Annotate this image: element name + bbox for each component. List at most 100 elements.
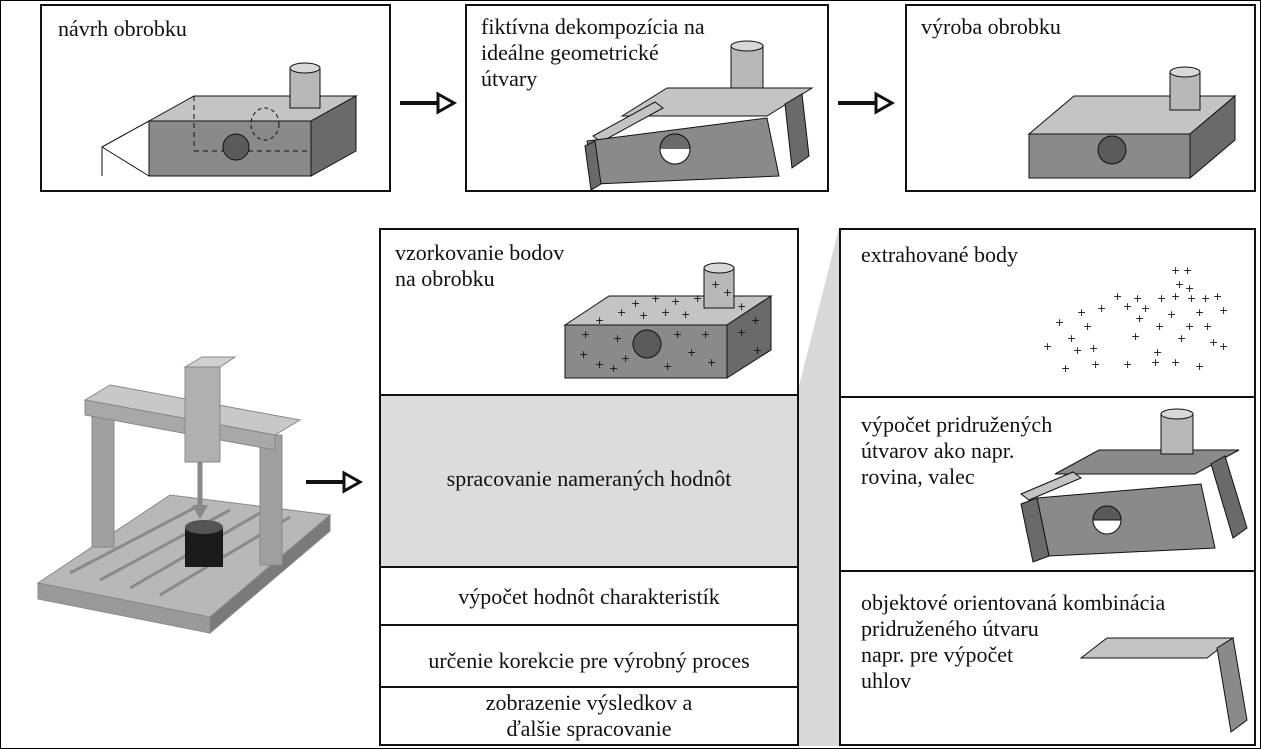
svg-text:+: + — [1209, 336, 1218, 349]
svg-text:+: + — [1203, 320, 1212, 333]
svg-text:+: + — [687, 346, 696, 359]
decomposition-box: fiktívna dekompozícia na ideálne geometr… — [465, 4, 829, 192]
svg-text:+: + — [1131, 330, 1140, 343]
processing-box: spracovanie nameraných hodnôt — [379, 394, 799, 568]
svg-text:+: + — [671, 295, 680, 308]
svg-text:+: + — [1153, 346, 1162, 359]
svg-text:+: + — [1043, 340, 1052, 353]
arrow-right-icon — [838, 91, 896, 115]
correction-box: určenie korekcie pre výrobný proces — [379, 624, 799, 688]
svg-text:+: + — [711, 278, 720, 291]
associated-features-icon — [1020, 408, 1248, 563]
svg-text:+: + — [639, 309, 648, 322]
characteristics-box: výpočet hodnôt charakteristík — [379, 566, 799, 626]
svg-text:+: + — [1077, 306, 1086, 319]
combination-label: objektové orientovaná kombinácia pridruž… — [861, 590, 1166, 693]
sampling-box: vzorkovanie bodov na obrobku +++ +++ +++… — [379, 228, 799, 396]
svg-text:+: + — [581, 328, 590, 341]
associated-box: výpočet pridružených útvarov ako napr. r… — [839, 396, 1256, 572]
arrow-right-icon — [400, 91, 458, 115]
svg-text:+: + — [1055, 316, 1064, 329]
workpiece-design-icon — [101, 62, 358, 177]
svg-text:+: + — [673, 328, 682, 341]
svg-text:+: + — [613, 332, 622, 345]
svg-text:+: + — [737, 300, 746, 313]
svg-text:+: + — [1113, 290, 1122, 303]
svg-text:+: + — [681, 308, 690, 321]
svg-text:+: + — [1195, 306, 1204, 319]
extracted-box: extrahované body +++ +++ +++ +++ +++ +++… — [839, 228, 1256, 398]
display-box: zobrazenie výsledkov a ďalšie spracovani… — [379, 686, 799, 746]
svg-text:+: + — [751, 314, 760, 327]
design-label: návrh obrobku — [58, 16, 187, 41]
correction-label: určenie korekcie pre výrobný proces — [428, 648, 750, 673]
svg-text:+: + — [1219, 304, 1228, 317]
svg-text:+: + — [579, 348, 588, 361]
svg-text:+: + — [1219, 340, 1228, 353]
svg-text:+: + — [651, 292, 660, 305]
svg-text:+: + — [1097, 302, 1106, 315]
svg-text:+: + — [1083, 320, 1092, 333]
sampled-workpiece-icon: +++ +++ +++ +++ +++ +++ +++ +++ ++ — [563, 262, 773, 379]
processing-label: spracovanie nameraných hodnôt — [446, 466, 732, 491]
svg-text:+: + — [1171, 264, 1180, 277]
svg-text:+: + — [617, 306, 626, 319]
svg-text:+: + — [1157, 292, 1166, 305]
svg-text:+: + — [1089, 342, 1098, 355]
svg-text:+: + — [1091, 358, 1100, 371]
svg-text:+: + — [661, 306, 670, 319]
svg-text:+: + — [663, 360, 672, 373]
svg-text:+: + — [1123, 358, 1132, 371]
svg-text:+: + — [621, 352, 630, 365]
svg-text:+: + — [1123, 300, 1132, 313]
svg-text:+: + — [1187, 292, 1196, 305]
svg-text:+: + — [609, 362, 618, 375]
cmm-machine-icon — [36, 356, 332, 635]
svg-text:+: + — [1185, 320, 1194, 333]
sampling-label: vzorkovanie bodov na obrobku — [395, 240, 565, 291]
svg-text:+: + — [1155, 320, 1164, 333]
svg-text:+: + — [1175, 278, 1184, 291]
decomposed-workpiece-icon — [584, 40, 814, 191]
extracted-label: extrahované body — [861, 242, 1018, 267]
svg-text:+: + — [1133, 292, 1142, 305]
svg-text:+: + — [1061, 362, 1070, 375]
point-cloud-icon: +++ +++ +++ +++ +++ +++ +++ +++ +++ +++ … — [1043, 264, 1228, 375]
svg-text:+: + — [1201, 292, 1210, 305]
svg-text:+: + — [595, 314, 604, 327]
svg-text:+: + — [1213, 290, 1222, 303]
svg-text:+: + — [753, 344, 762, 357]
characteristics-label: výpočet hodnôt charakteristík — [458, 584, 720, 609]
svg-text:+: + — [1067, 332, 1076, 345]
angle-plates-icon — [1079, 637, 1248, 733]
production-label: výroba obrobku — [921, 14, 1061, 39]
svg-text:+: + — [1183, 264, 1192, 277]
svg-text:+: + — [631, 297, 640, 310]
svg-text:+: + — [693, 292, 702, 305]
associated-label: výpočet pridružených útvarov ako napr. r… — [861, 412, 1053, 489]
svg-text:+: + — [1171, 356, 1180, 369]
svg-text:+: + — [1177, 332, 1186, 345]
svg-text:+: + — [1195, 360, 1204, 373]
svg-text:+: + — [595, 358, 604, 371]
svg-text:+: + — [1167, 308, 1176, 321]
decomposition-label: fiktívna dekompozícia na ideálne geometr… — [481, 14, 705, 91]
svg-text:+: + — [1141, 302, 1150, 315]
workpiece-produced-icon — [1027, 66, 1237, 180]
design-box: návrh obrobku — [40, 4, 391, 192]
production-box: výroba obrobku — [905, 4, 1256, 192]
svg-text:+: + — [701, 328, 710, 341]
display-label: zobrazenie výsledkov a ďalšie spracovani… — [485, 690, 693, 741]
svg-text:+: + — [707, 356, 716, 369]
arrow-right-icon — [306, 470, 364, 494]
svg-text:+: + — [1151, 356, 1160, 369]
svg-text:+: + — [1171, 290, 1180, 303]
combination-box: objektové orientovaná kombinácia pridruž… — [839, 570, 1256, 746]
svg-text:+: + — [723, 286, 732, 299]
svg-text:+: + — [1073, 344, 1082, 357]
svg-text:+: + — [1185, 282, 1194, 295]
svg-text:+: + — [1135, 312, 1144, 325]
svg-text:+: + — [737, 326, 746, 339]
